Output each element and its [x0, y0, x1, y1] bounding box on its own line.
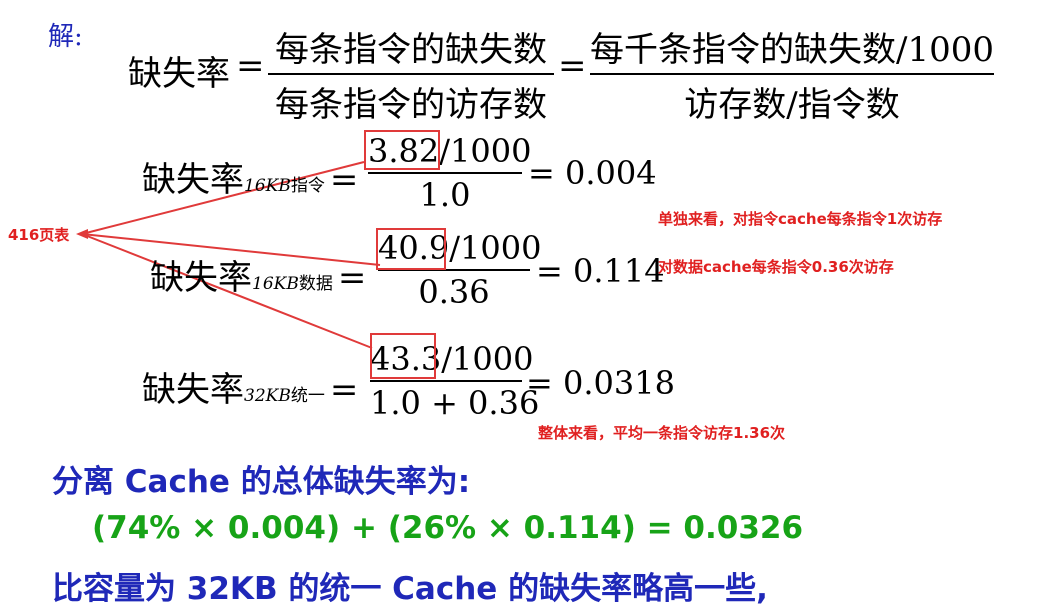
row3-denominator: 1.0 + 0.36: [370, 384, 540, 422]
row3-boxed-value: 43.3: [370, 340, 442, 378]
main-fraction-2-denominator: 访存数/指令数: [684, 85, 900, 125]
row1-fraction: 3.82/1000 1.0: [368, 132, 531, 214]
main-lhs: 缺失率: [128, 54, 230, 94]
row1-sub-size: 16KB: [244, 176, 291, 196]
row3-eq: =: [329, 370, 359, 410]
row3-fraction: 43.3/1000 1.0 + 0.36: [370, 340, 540, 422]
row2-denominator: 0.36: [418, 273, 490, 311]
row2-result: = 0.114: [536, 252, 665, 290]
row2-sub-size: 16KB: [252, 274, 299, 294]
solution-label: 解:: [48, 22, 83, 52]
main-fraction-1: 每条指令的缺失数 每条指令的访存数: [268, 22, 554, 126]
note-overall: 整体来看，平均一条指令访存1.36次: [538, 424, 786, 442]
row1-result: = 0.004: [528, 154, 657, 192]
main-fraction-2-bar: [590, 73, 994, 75]
main-fraction-2-numerator: 每千条指令的缺失数/1000: [590, 30, 994, 70]
row3-sub-size: 32KB: [244, 386, 291, 406]
row2-fraction: 40.9/1000 0.36: [378, 229, 541, 311]
main-fraction-2: 每千条指令的缺失数/1000 访存数/指令数: [590, 22, 994, 126]
row3-lhs-main: 缺失率: [142, 370, 244, 410]
row2-lhs-main: 缺失率: [150, 258, 252, 298]
row1-denominator: 1.0: [419, 176, 471, 214]
row3-num-rest: /1000: [441, 340, 534, 378]
row1-num-rest: /1000: [439, 132, 532, 170]
summary-line-2-formula: (74% × 0.004) + (26% × 0.114) = 0.0326: [92, 510, 804, 546]
row2-red-box: [376, 228, 446, 270]
row2-eq: =: [337, 258, 367, 298]
row1-lhs: 缺失率16KB指令 =: [142, 152, 358, 201]
row3-sub-text: 统一: [290, 386, 325, 406]
arrow-head: [76, 229, 88, 239]
row3-lhs: 缺失率32KB统一 =: [142, 362, 358, 411]
row1-sub-text: 指令: [290, 176, 325, 196]
row3-red-box: [370, 333, 436, 379]
main-fraction-1-numerator: 每条指令的缺失数: [275, 30, 547, 70]
row1-boxed-value: 3.82: [368, 132, 440, 170]
summary-line-3: 比容量为 32KB 的统一 Cache 的缺失率略高一些,: [52, 571, 768, 607]
main-fraction-1-denominator: 每条指令的访存数: [275, 85, 547, 125]
row1-red-box: [364, 130, 440, 170]
note-instruction-cache: 单独来看，对指令cache每条指令1次访存: [658, 210, 943, 228]
row2-num-rest: /1000: [449, 229, 542, 267]
row2-boxed-value: 40.9: [378, 229, 450, 267]
row1-eq: =: [329, 160, 359, 200]
source-label-416: 416页表: [8, 226, 70, 244]
row1-lhs-main: 缺失率: [142, 160, 244, 200]
row3-result: = 0.0318: [526, 364, 675, 402]
summary-line-1: 分离 Cache 的总体缺失率为:: [52, 464, 471, 500]
main-fraction-1-bar: [268, 73, 554, 75]
row2-lhs: 缺失率16KB数据 =: [150, 250, 366, 299]
main-eq-1: =: [236, 46, 265, 86]
row2-sub-text: 数据: [298, 274, 333, 294]
row2-fraction-bar: [378, 269, 530, 271]
row1-fraction-bar: [368, 172, 522, 174]
main-eq-2: =: [558, 46, 587, 86]
note-data-cache: 对数据cache每条指令0.36次访存: [658, 258, 894, 276]
row3-fraction-bar: [370, 380, 522, 382]
